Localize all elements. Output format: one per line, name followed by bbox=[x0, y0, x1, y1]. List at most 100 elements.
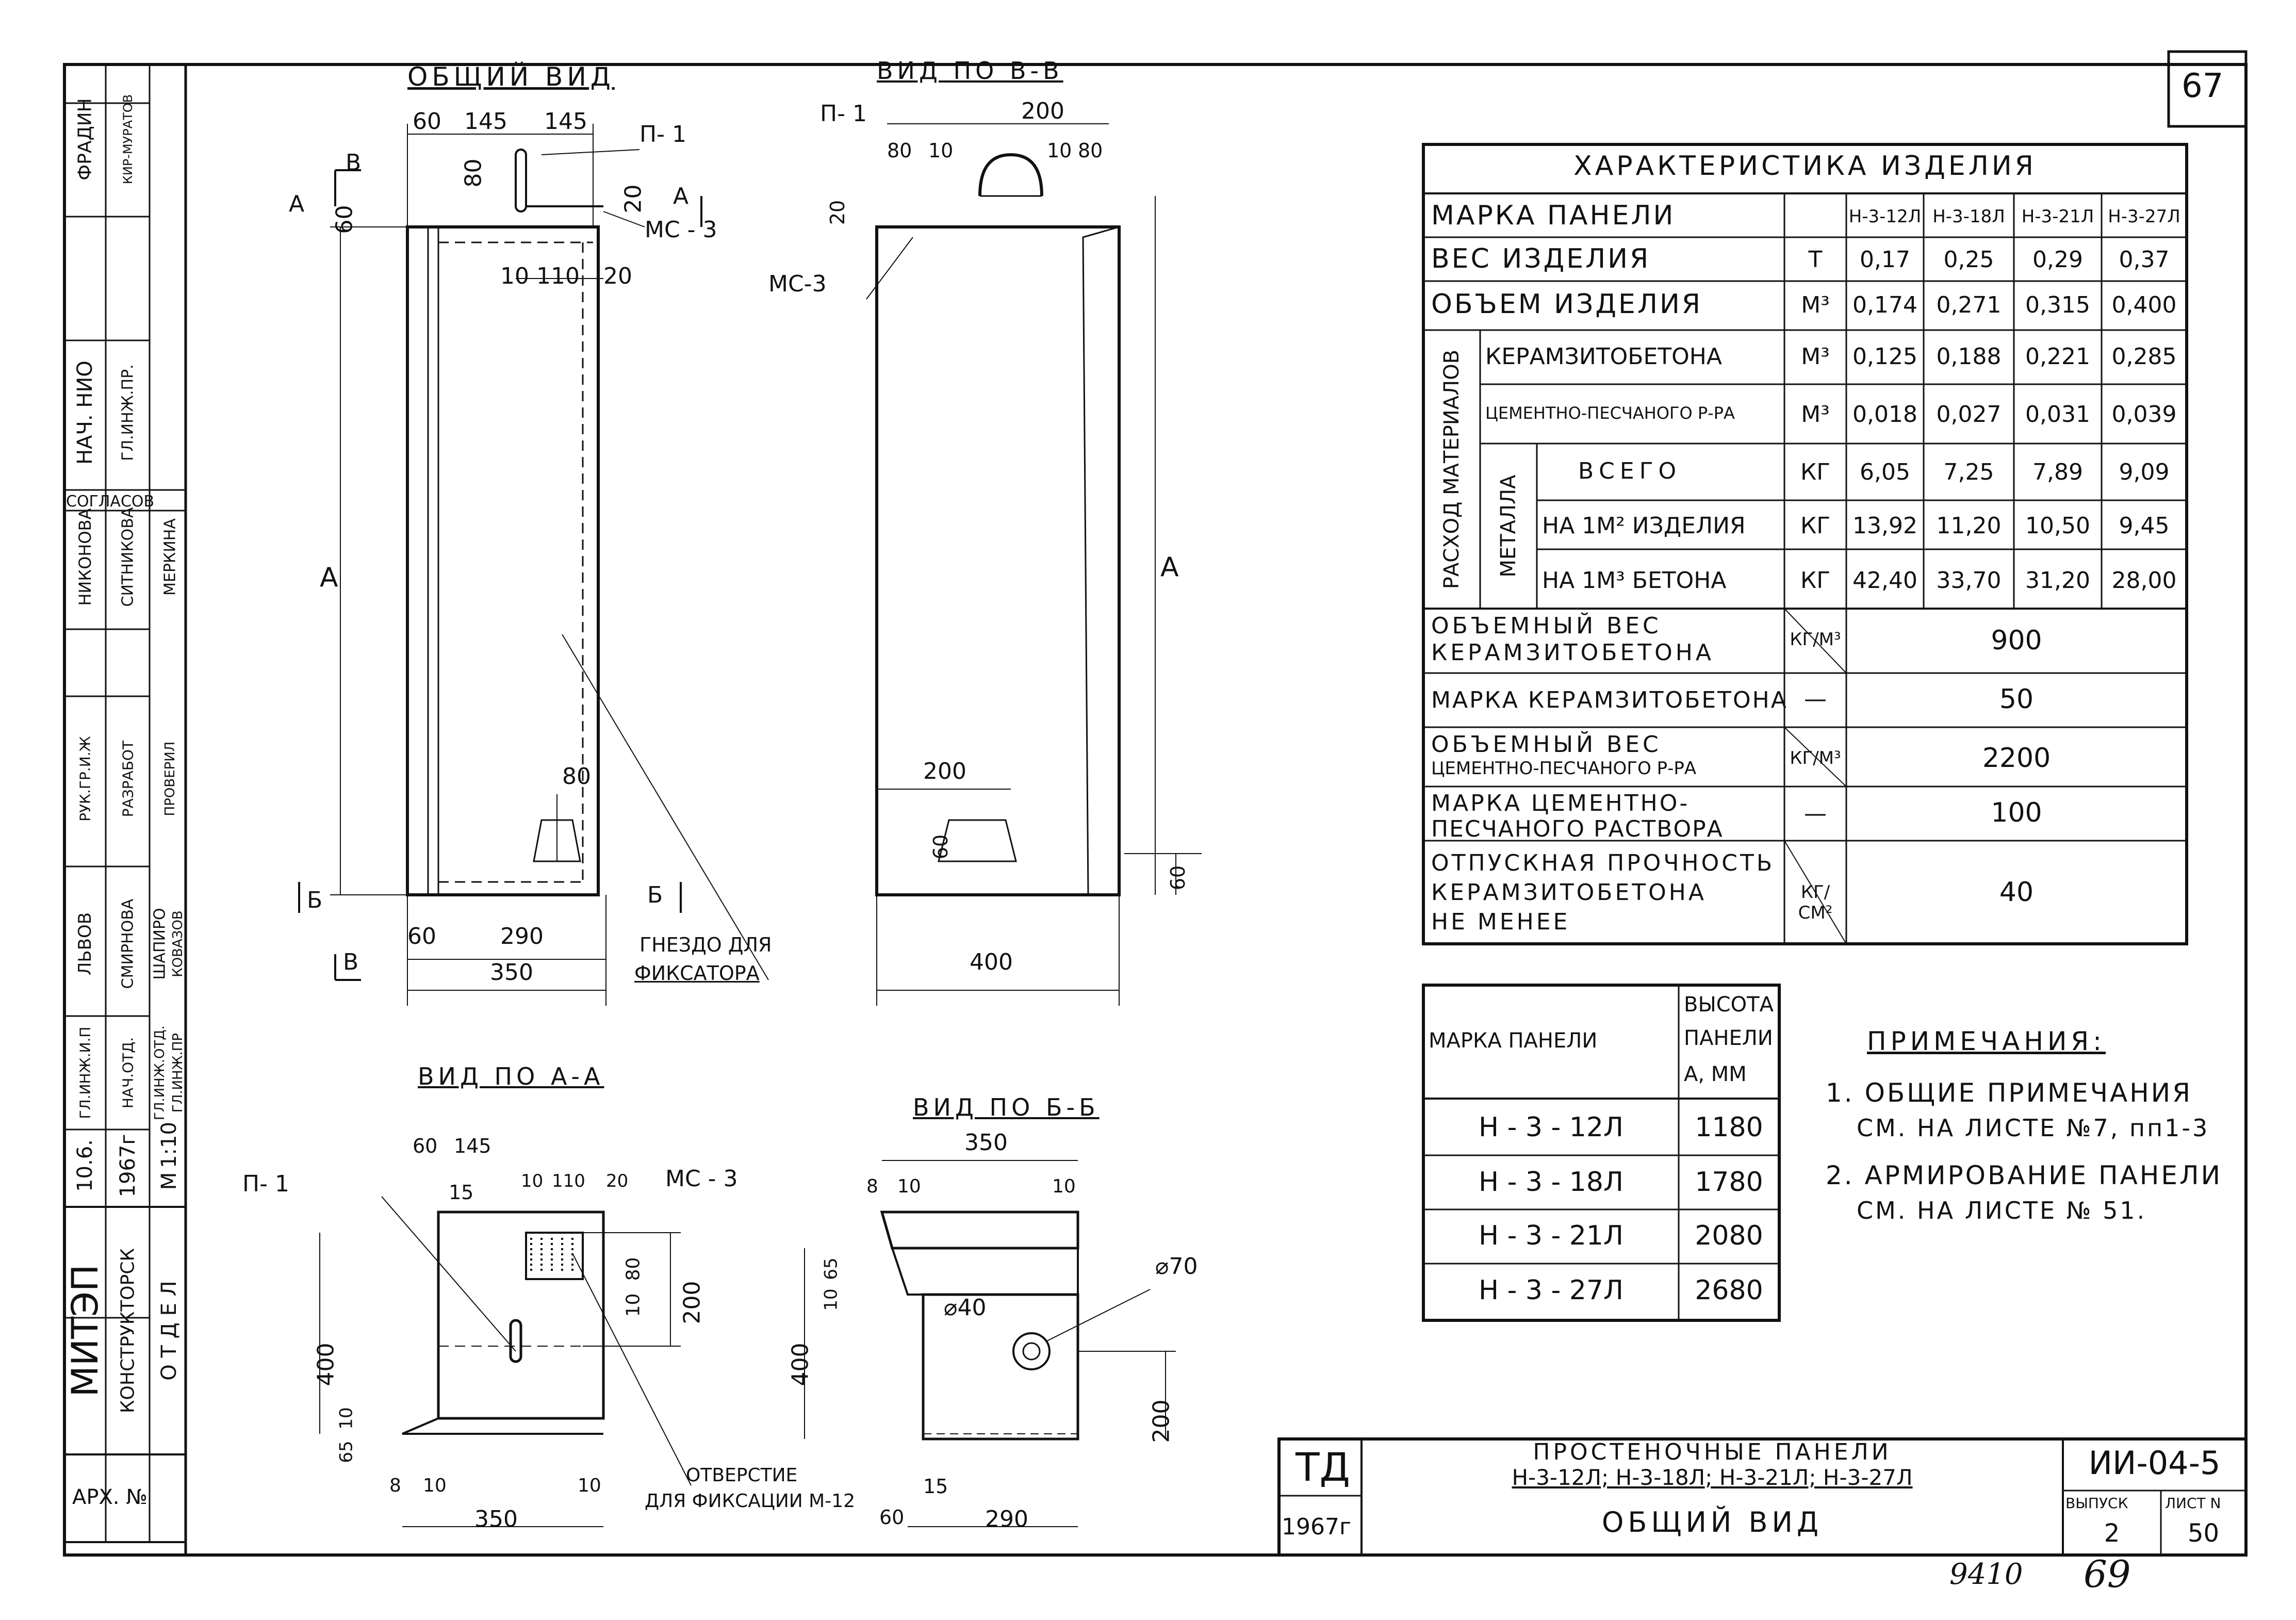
stamp-org-2: КОНСТРУКТОРСК bbox=[117, 1248, 139, 1414]
notes-title: ПРИМЕЧАНИЯ: bbox=[1867, 1026, 2106, 1056]
aa-dim-8: 8 bbox=[389, 1475, 401, 1496]
metal-m3-label: НА 1М³ БЕТОНА bbox=[1542, 567, 1727, 594]
stamp-role-1: ГЛ.ИНЖ.И.П bbox=[76, 1026, 94, 1119]
bb2-dim-65: 65 bbox=[821, 1257, 842, 1280]
height-row4-mark: Н - 3 - 27Л bbox=[1478, 1275, 1624, 1306]
height-row2-mark: Н - 3 - 18Л bbox=[1478, 1167, 1624, 1198]
density-cement-unit: КГ/М³ bbox=[1790, 748, 1841, 768]
gv-dim-60: 60 bbox=[413, 108, 441, 135]
grade-keramz-l1: МАРКА КЕРАМЗИТОБЕТОНА bbox=[1431, 687, 1788, 713]
stamp-role-8: НАЧ. НИО bbox=[73, 361, 97, 465]
height-row2-value: 1780 bbox=[1695, 1167, 1763, 1198]
gv-dim-20b: 20 bbox=[603, 263, 632, 289]
note-2-line2: СМ. НА ЛИСТЕ № 51. bbox=[1857, 1197, 2147, 1224]
bb-dim-200: 200 bbox=[1021, 98, 1064, 124]
height-col2-l2: ПАНЕЛИ bbox=[1684, 1026, 1773, 1050]
characteristics-table-grid bbox=[1422, 143, 2188, 945]
density-keramz-l1: ОБЪЕМНЫЙ ВЕС bbox=[1431, 613, 1662, 639]
aa-dim-65: 65 bbox=[336, 1441, 357, 1463]
row-weight-unit: Т bbox=[1808, 247, 1823, 273]
gv-dim-60v: 60 bbox=[331, 205, 358, 234]
bb-dim-10b: 10 bbox=[1047, 139, 1072, 162]
mat-keramz-v3: 0,221 bbox=[2025, 343, 2090, 370]
row-volume-v3: 0,315 bbox=[2025, 292, 2090, 318]
gv-dim-290: 290 bbox=[500, 923, 544, 950]
row-weight-v4: 0,37 bbox=[2119, 247, 2170, 273]
tb-sheet-label: ЛИСТ N bbox=[2165, 1495, 2221, 1512]
mat-keramz-v4: 0,285 bbox=[2111, 343, 2177, 370]
stamp-name-1: ЛЬВОВ bbox=[75, 912, 95, 976]
metal-m2-v2: 11,20 bbox=[1936, 513, 2002, 539]
stamp-scale-label: М bbox=[157, 1172, 181, 1190]
bb2-dim-10a: 10 bbox=[897, 1176, 921, 1197]
aa-dim-110: 110 bbox=[552, 1171, 585, 1191]
row-weight-v3: 0,29 bbox=[2032, 247, 2083, 273]
bb-dim-80a: 80 bbox=[887, 139, 912, 162]
aa-dim-10d: 10 bbox=[578, 1475, 601, 1496]
bb2-dim-10b: 10 bbox=[1052, 1176, 1076, 1197]
mat-keramz-unit: М³ bbox=[1801, 343, 1830, 370]
row-volume-unit: М³ bbox=[1801, 292, 1830, 318]
grade-cement-unit: — bbox=[1804, 800, 1827, 827]
metal-m3-unit: КГ bbox=[1800, 567, 1831, 594]
gv-dim-20: 20 bbox=[620, 184, 647, 214]
bb-dim-10a: 10 bbox=[928, 139, 954, 162]
page-number: 67 bbox=[2182, 67, 2224, 105]
metal-m2-unit: КГ bbox=[1800, 513, 1831, 539]
mat-keramz-v2: 0,188 bbox=[1936, 343, 2002, 370]
mark-col-2: Н-3-18Л bbox=[1932, 206, 2005, 227]
height-col1-header: МАРКА ПАНЕЛИ bbox=[1429, 1029, 1598, 1053]
bb2-dim-200: 200 bbox=[1148, 1399, 1175, 1443]
bb2-dim-10v: 10 bbox=[821, 1288, 842, 1311]
metal-total-v4: 9,09 bbox=[2119, 459, 2170, 485]
metal-total-unit: КГ bbox=[1800, 459, 1831, 485]
strength-l3: НЕ МЕНЕЕ bbox=[1431, 909, 1570, 935]
gv-label-p1: П- 1 bbox=[639, 121, 686, 148]
metal-m2-label: НА 1М² ИЗДЕЛИЯ bbox=[1542, 513, 1746, 539]
metal-total-v3: 7,89 bbox=[2032, 459, 2083, 485]
metal-total-label: ВСЕГО bbox=[1578, 458, 1682, 484]
stamp-name-7: МЕРКИНА bbox=[161, 518, 179, 596]
gv-dim-350: 350 bbox=[490, 959, 533, 986]
bb-dim-60a: 60 bbox=[929, 834, 953, 860]
aa-dim-10c: 10 bbox=[423, 1475, 447, 1496]
tb-title-l1: ПРОСТЕНОЧНЫЕ ПАНЕЛИ bbox=[1533, 1439, 1892, 1465]
gv-label-B2: В bbox=[343, 949, 359, 975]
height-row1-value: 1180 bbox=[1695, 1112, 1763, 1143]
stamp-org-3: О Т Д Е Л bbox=[157, 1281, 181, 1381]
stamp-name-6: СИТНИКОВА bbox=[119, 507, 137, 607]
stamp-role-7: ПРОВЕРИЛ bbox=[162, 741, 178, 816]
bb2-dim-350: 350 bbox=[964, 1130, 1008, 1156]
gv-label-Bb1: Б bbox=[307, 887, 323, 913]
height-table-grid bbox=[1422, 984, 1781, 1322]
note-1-line1: 1. ОБЩИЕ ПРИМЕЧАНИЯ bbox=[1826, 1078, 2192, 1108]
bb-dim-200b: 200 bbox=[923, 758, 966, 784]
stamp-role-2: НАЧ.ОТД. bbox=[119, 1037, 137, 1109]
tb-issue: 2 bbox=[2104, 1519, 2120, 1548]
metal-m3-v1: 42,40 bbox=[1852, 567, 1917, 594]
aa-dim-10: 10 bbox=[521, 1171, 544, 1191]
bb-label-ms3: МС-3 bbox=[768, 271, 827, 297]
stamp-name-8: ФРАДИН bbox=[74, 98, 96, 181]
bb-dim-400: 400 bbox=[970, 949, 1013, 975]
row-volume-label: ОБЪЕМ ИЗДЕЛИЯ bbox=[1431, 289, 1702, 320]
metal-m2-v4: 9,45 bbox=[2119, 513, 2170, 539]
stamp-agreed: СОГЛАСОВ bbox=[66, 493, 155, 511]
aa-dim-350: 350 bbox=[474, 1506, 518, 1532]
gv-dim-80: 80 bbox=[460, 158, 487, 188]
stamp-role-4: ГЛ.ИНЖ.ПР bbox=[170, 1033, 186, 1113]
stamp-role-3: ГЛ.ИНЖ.ОТД. bbox=[152, 1025, 168, 1120]
row-weight-v1: 0,17 bbox=[1860, 247, 1910, 273]
metal-m2-v3: 10,50 bbox=[2025, 513, 2090, 539]
density-keramz-l2: КЕРАМЗИТОБЕТОНА bbox=[1431, 640, 1714, 666]
gv-dim-10: 10 bbox=[500, 263, 529, 289]
mark-col-1: Н-3-12Л bbox=[1848, 206, 1922, 227]
density-keramz-unit: КГ/М³ bbox=[1790, 629, 1841, 650]
height-col2-l3: А, ММ bbox=[1684, 1062, 1747, 1086]
grade-keramz-value: 50 bbox=[1999, 684, 2034, 715]
side-stamp-frame bbox=[63, 63, 187, 1557]
row-volume-v2: 0,271 bbox=[1936, 292, 2002, 318]
aa-dim-80: 80 bbox=[622, 1257, 644, 1281]
gv-dim-80b: 80 bbox=[562, 763, 591, 790]
